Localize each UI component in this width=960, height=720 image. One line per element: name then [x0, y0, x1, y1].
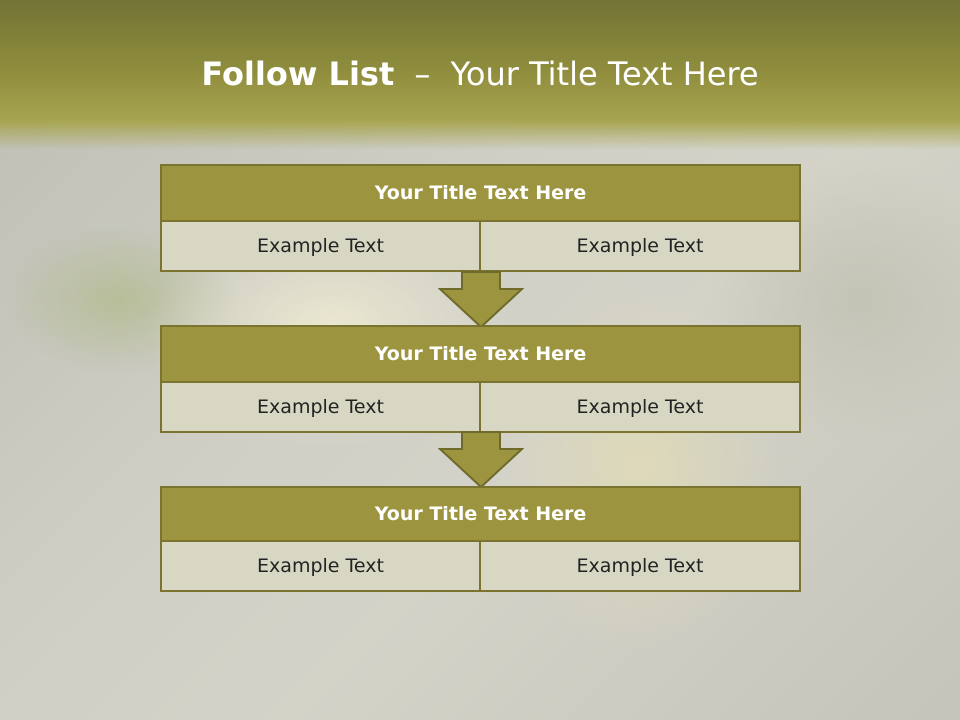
block-3-row: Example Text Example Text [160, 542, 801, 592]
block-2-title: Your Title Text Here [160, 325, 801, 383]
block-1-cell-left: Example Text [160, 222, 481, 272]
block-3-cell-right: Example Text [481, 542, 801, 592]
down-arrow-1 [438, 271, 524, 329]
down-arrow-2 [438, 431, 524, 489]
block-3-cell-left: Example Text [160, 542, 481, 592]
slide-title: Follow List – Your Title Text Here [0, 55, 960, 93]
slide-title-rest: Your Title Text Here [450, 55, 759, 93]
block-2-row: Example Text Example Text [160, 383, 801, 433]
block-2-cell-left: Example Text [160, 383, 481, 433]
list-block-2: Your Title Text Here Example Text Exampl… [160, 325, 801, 433]
block-3-title: Your Title Text Here [160, 486, 801, 542]
list-block-1: Your Title Text Here Example Text Exampl… [160, 164, 801, 272]
header-band [0, 0, 960, 150]
list-block-3: Your Title Text Here Example Text Exampl… [160, 486, 801, 592]
block-2-cell-right: Example Text [481, 383, 801, 433]
block-1-title: Your Title Text Here [160, 164, 801, 222]
slide-title-bold: Follow List [201, 55, 395, 93]
slide-title-separator: – [414, 55, 431, 93]
block-1-row: Example Text Example Text [160, 222, 801, 272]
block-1-cell-right: Example Text [481, 222, 801, 272]
